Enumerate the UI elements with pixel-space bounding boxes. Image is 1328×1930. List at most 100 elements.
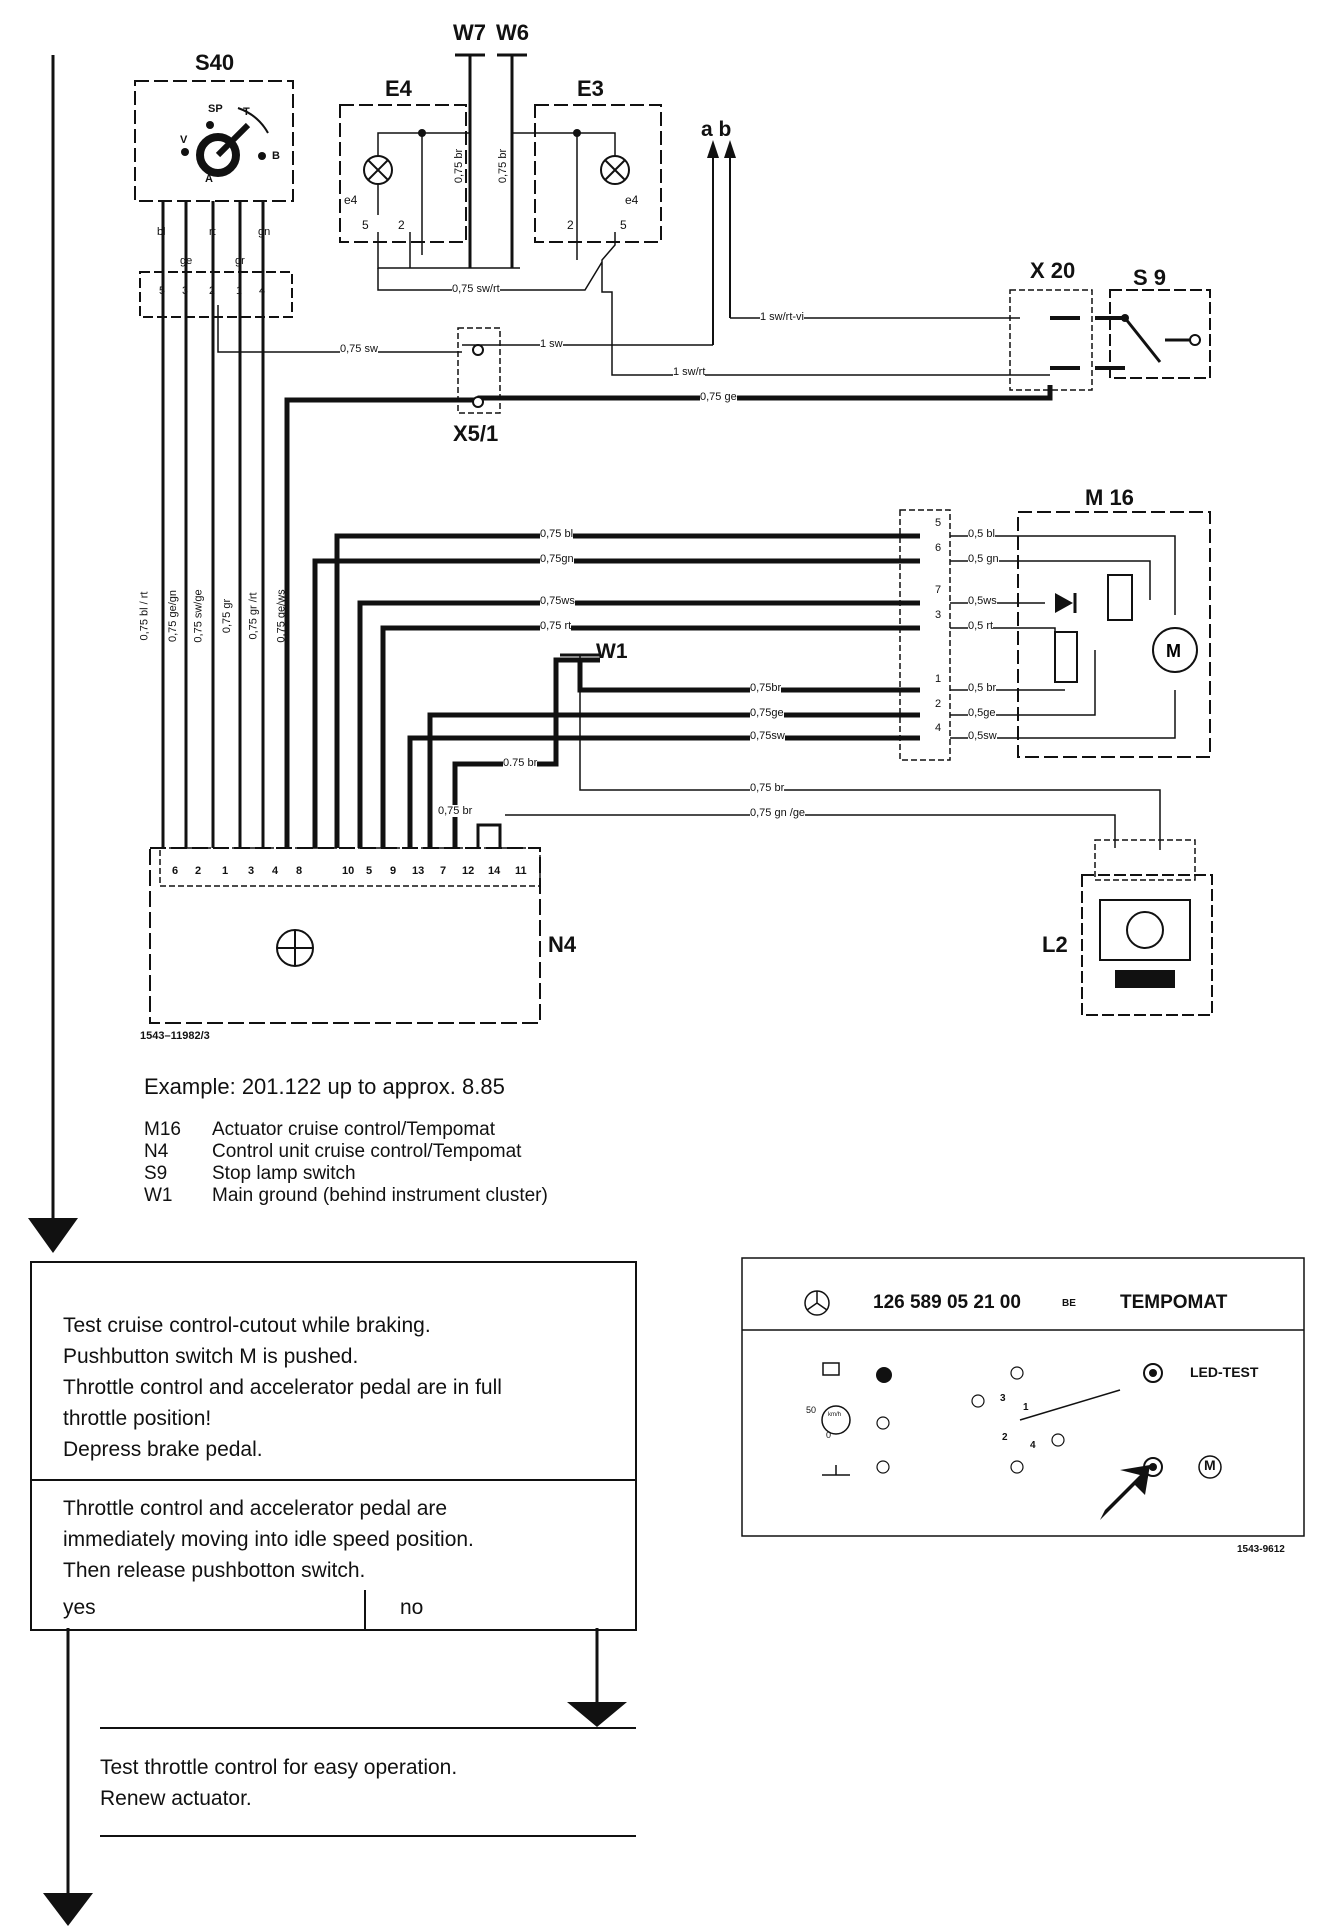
m16-pin-3: 3 bbox=[935, 609, 942, 621]
action-line: Test throttle control for easy operation… bbox=[100, 1756, 458, 1779]
flow-arrow-no bbox=[567, 1702, 627, 1727]
ab-arrows bbox=[712, 150, 731, 345]
s40-label-a: A bbox=[205, 173, 213, 185]
flow-arrow-end bbox=[43, 1893, 93, 1926]
n4-pin-6: 6 bbox=[172, 865, 179, 877]
switch-num-1: 1 bbox=[1023, 1402, 1029, 1413]
n4-pin-5: 5 bbox=[366, 865, 373, 877]
legend-text: Main ground (behind instrument cluster) bbox=[212, 1185, 548, 1206]
s40-pin-4: 4 bbox=[259, 285, 266, 297]
s40-connector bbox=[139, 271, 293, 318]
wire-ge-gn: 0,75 ge/gn bbox=[167, 590, 179, 642]
m16-harness bbox=[312, 533, 920, 848]
led-test-button bbox=[1143, 1363, 1163, 1383]
s40-pin-3: 3 bbox=[182, 285, 189, 297]
e3-pin-2: 2 bbox=[567, 218, 574, 232]
s40-label-b: B bbox=[272, 150, 280, 162]
label-w6: W6 bbox=[496, 20, 529, 45]
wire-sw-right: 1 sw bbox=[540, 338, 563, 350]
wire-br-l2: 0,75 br bbox=[750, 782, 785, 794]
e4-box bbox=[339, 104, 467, 243]
wire-sw-rt-lamp: 0,75 sw/rt bbox=[452, 283, 500, 295]
e4-pin-2: 2 bbox=[398, 218, 405, 232]
n4-pin-2: 2 bbox=[195, 865, 202, 877]
m16-pin-1: 1 bbox=[935, 673, 942, 685]
tester-name: TEMPOMAT bbox=[1120, 1292, 1228, 1313]
wire-ge-main: 0,75 ge bbox=[700, 391, 737, 403]
wire-bl: 0,75 bl bbox=[540, 528, 574, 540]
wire-ge-ws: 0,75 ge/ws bbox=[275, 589, 288, 643]
wire-w7-br: 0,75 br bbox=[453, 148, 466, 184]
s40-box bbox=[134, 80, 294, 202]
led-test-label: LED-TEST bbox=[1190, 1364, 1259, 1380]
test-line: Throttle control and accelerator pedal a… bbox=[63, 1376, 502, 1399]
m16-pin-2: 2 bbox=[935, 698, 942, 710]
m16-wire-bl: 0,5 bl bbox=[968, 528, 995, 540]
s40-wire-bl: bl bbox=[157, 226, 166, 238]
n4-pin-9: 9 bbox=[390, 865, 397, 877]
label-ab: a b bbox=[701, 118, 732, 141]
m16-wire-rt: 0,5 rt bbox=[968, 620, 994, 632]
legend-code: S9 bbox=[144, 1163, 168, 1184]
wire-sw-rt-vi: 1 sw/rt-vi bbox=[760, 311, 804, 323]
m16-pin-6: 6 bbox=[935, 542, 942, 554]
e4-pin-5: 5 bbox=[362, 218, 369, 232]
label-s40: S40 bbox=[195, 50, 235, 75]
label-w1: W1 bbox=[596, 640, 628, 663]
result-line: immediately moving into idle speed posit… bbox=[63, 1528, 474, 1551]
test-box-text: Test cruise control-cutout while braking… bbox=[63, 1310, 502, 1465]
gauge-0: 0 bbox=[826, 1430, 832, 1440]
n4-pin-1: 1 bbox=[222, 865, 229, 877]
result-line: Throttle control and accelerator pedal a… bbox=[63, 1497, 448, 1520]
switch-num-2: 2 bbox=[1002, 1432, 1008, 1443]
action-line: Renew actuator. bbox=[100, 1787, 252, 1810]
m16-wire-br: 0,5 br bbox=[968, 682, 997, 694]
m-label: M bbox=[1204, 1457, 1216, 1473]
s40-pin-1: 1 bbox=[236, 285, 243, 297]
label-e3: E3 bbox=[577, 76, 604, 101]
legend-code: W1 bbox=[144, 1185, 173, 1206]
e3-box bbox=[534, 104, 662, 243]
label-n4: N4 bbox=[548, 932, 577, 957]
wire-sw: 0,75sw bbox=[750, 730, 785, 742]
n4-pin-3: 3 bbox=[248, 865, 255, 877]
m16-box bbox=[1017, 511, 1211, 758]
label-l2: L2 bbox=[1042, 932, 1068, 957]
wire-gr-rt: 0,75 gr /rt bbox=[247, 592, 260, 640]
m16-wire-sw: 0,5sw bbox=[968, 730, 997, 742]
wire-ge: 0,75ge bbox=[750, 707, 784, 719]
label-s9: S 9 bbox=[1133, 265, 1167, 290]
s40-pin-2: 2 bbox=[209, 285, 216, 297]
s40-wire-rt: rt bbox=[209, 226, 216, 238]
e3-pin-5: 5 bbox=[620, 218, 627, 232]
diode-icon bbox=[1055, 593, 1073, 613]
l2-box bbox=[1081, 874, 1213, 1016]
label-e4: E4 bbox=[385, 76, 412, 101]
test-line: Test cruise control-cutout while braking… bbox=[63, 1314, 431, 1337]
s9-box bbox=[1109, 289, 1211, 379]
x51-connector bbox=[457, 327, 501, 414]
m16-pin-7: 7 bbox=[935, 584, 942, 596]
n4-pin-11: 11 bbox=[515, 865, 527, 877]
l2-sensor-icon bbox=[1126, 911, 1164, 949]
result-line: Then release pushbotton switch. bbox=[63, 1559, 366, 1582]
example-caption: Example: 201.122 up to approx. 8.85 bbox=[144, 1074, 505, 1099]
n4-pin-8: 8 bbox=[296, 865, 303, 877]
s40-label-t: T bbox=[243, 106, 250, 118]
tester-panel bbox=[741, 1257, 1305, 1537]
test-line: Pushbutton switch M is pushed. bbox=[63, 1345, 359, 1368]
m16-wire-ge: 0,5ge bbox=[968, 707, 996, 719]
wire-sw-left: 0,75 sw bbox=[340, 343, 378, 355]
e4-pin-label: e4 bbox=[344, 193, 358, 207]
label-w7: W7 bbox=[453, 20, 486, 45]
legend-row-w1: W1 Main ground (behind instrument cluster… bbox=[144, 1185, 548, 1207]
label-x51: X5/1 bbox=[453, 421, 499, 446]
s40-wire-gn: gn bbox=[258, 226, 271, 238]
svg-text:M: M bbox=[1166, 641, 1181, 661]
gauge-50: 50 bbox=[806, 1405, 817, 1415]
arrow-pointer-icon bbox=[1100, 1465, 1150, 1520]
flow-arrow-1 bbox=[28, 1218, 78, 1253]
answer-yes: yes bbox=[63, 1596, 96, 1619]
x20-connector bbox=[1009, 289, 1093, 391]
test-line: Depress brake pedal. bbox=[63, 1438, 263, 1461]
